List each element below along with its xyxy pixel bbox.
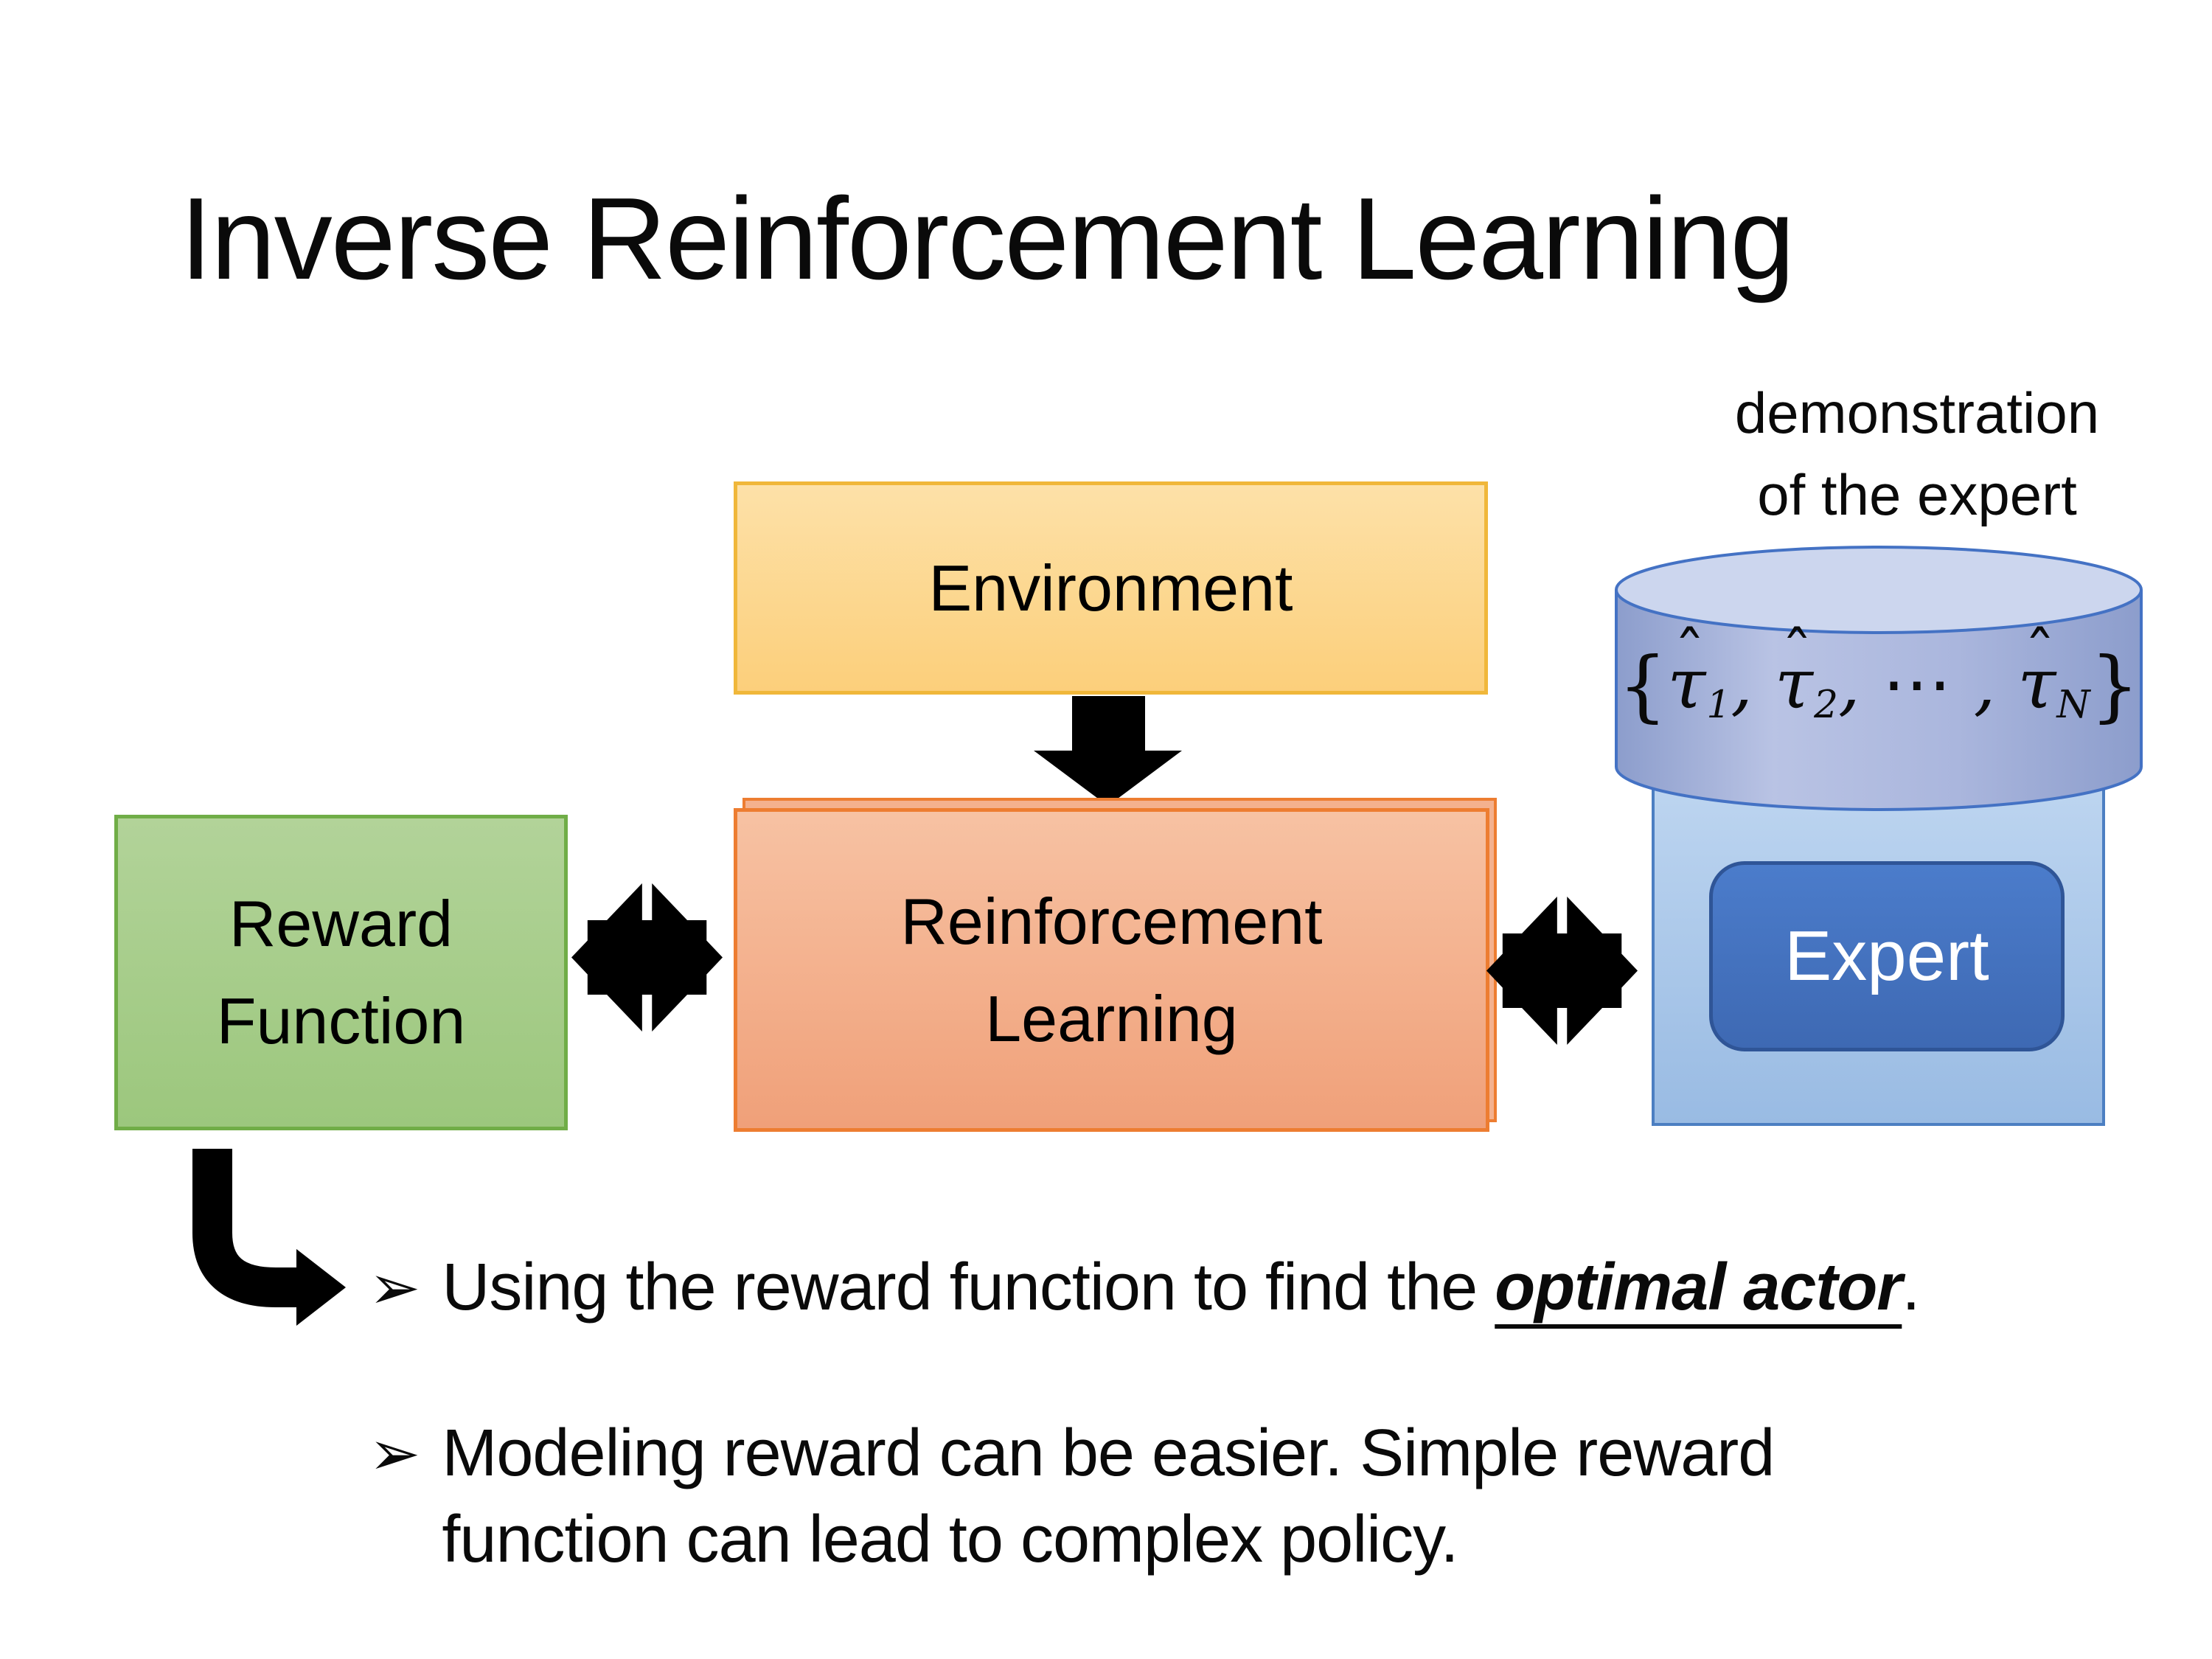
bullet2-line2: function can lead to complex policy. [442,1503,1458,1576]
subscript-n: N [2056,682,2090,727]
subscript-2: 2 [1814,682,1838,727]
environment-label: Environment [928,551,1293,625]
bullet-item-modeling-reward: ➢ Modeling reward can be easier. Simple … [369,1411,2138,1583]
rl-label: Reinforcement Learning [900,873,1322,1068]
expert-box: Expert [1709,861,2065,1051]
reward-label-line2: Function [216,984,466,1057]
down-arrow-icon [1034,696,1182,806]
demonstration-label: demonstration of the expert [1622,372,2212,536]
double-arrow-right-icon [1486,897,1638,1045]
reward-label-line1: Reward [229,887,453,960]
demonstration-label-line2: of the expert [1757,462,2077,527]
double-arrow-left-icon [571,883,723,1032]
database-cylinder-icon [1615,546,2143,811]
subscript-1: 1 [1706,682,1731,727]
demonstration-label-line1: demonstration [1734,380,2100,445]
bullet1-text: Using the reward function to find the op… [442,1251,1920,1324]
formula-close-brace: } [2090,640,2140,731]
formula-cdots: ⋯ [1882,644,1952,725]
rl-label-line1: Reinforcement [900,884,1323,958]
bullet2-line1: Modeling reward can be easier. Simple re… [442,1416,1775,1490]
formula-open-brace: { [1618,640,1668,731]
bullet2-text: Modeling reward can be easier. Simple re… [442,1411,1775,1583]
environment-box: Environment [734,481,1488,695]
bullet-arrow-icon: ➢ [369,1417,420,1489]
reinforcement-learning-box: Reinforcement Learning [734,808,1489,1132]
reward-function-box: Reward Function [114,815,568,1130]
elbow-arrow-icon [192,1149,346,1326]
bullet-arrow-icon: ➢ [369,1251,420,1324]
rl-label-line2: Learning [985,981,1238,1055]
bullet-item-optimal-actor: ➢ Using the reward function to find the … [369,1245,2138,1331]
expert-label: Expert [1784,917,1989,995]
reward-label: Reward Function [217,875,466,1070]
page-title: Inverse Reinforcement Learning [180,174,1795,304]
optimal-actor-emphasis: optimal actor [1495,1251,1902,1324]
